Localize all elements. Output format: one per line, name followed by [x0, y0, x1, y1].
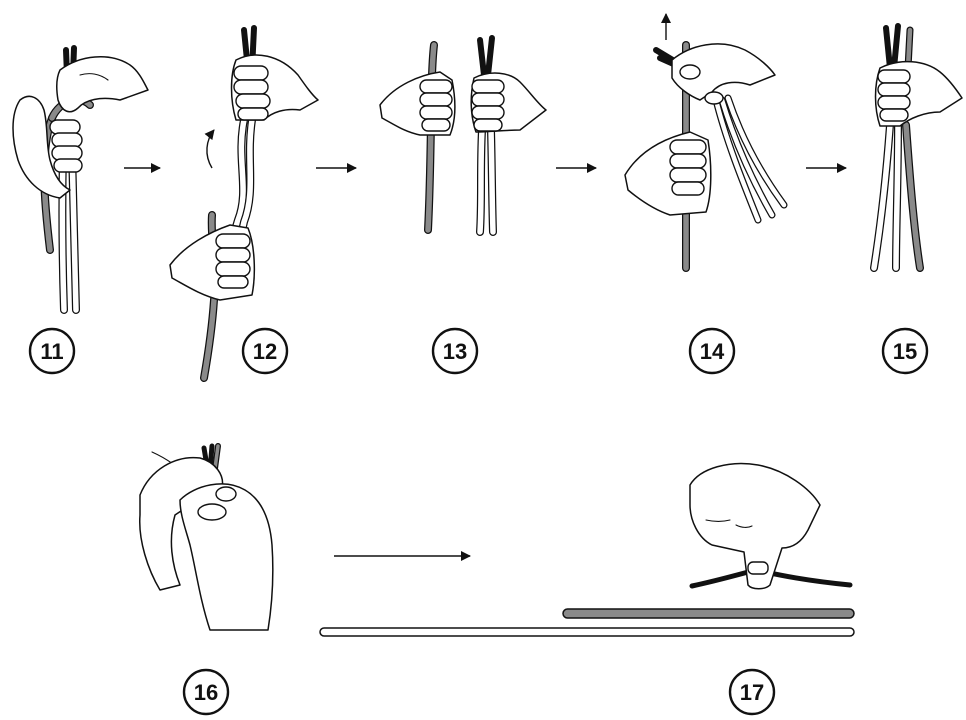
step-14-illustration	[625, 14, 784, 268]
step-badge-14: 14	[690, 329, 734, 373]
rotate-arrow-icon	[207, 130, 214, 168]
step-11-illustration	[13, 48, 148, 310]
step-13-illustration	[380, 38, 546, 232]
hand-icon	[57, 57, 148, 112]
step-badge-12: 12	[243, 329, 287, 373]
step-badge-17: 17	[730, 670, 774, 714]
black-cord-end	[886, 26, 898, 68]
step-16-illustration	[140, 446, 273, 630]
step-number: 13	[443, 339, 467, 364]
step-number: 14	[700, 339, 725, 364]
step-badge-11: 11	[30, 329, 74, 373]
black-cord-end	[480, 38, 492, 75]
step-badge-16: 16	[184, 670, 228, 714]
step-number: 17	[740, 680, 764, 705]
step-badge-15: 15	[883, 329, 927, 373]
step-number: 12	[253, 339, 277, 364]
step-number: 11	[40, 339, 63, 364]
step-number: 15	[893, 339, 917, 364]
white-cord	[320, 628, 854, 636]
step-number: 16	[194, 680, 218, 705]
step-15-illustration	[874, 26, 962, 268]
grey-cord	[563, 609, 854, 618]
hand-icon	[180, 484, 273, 630]
step-17-illustration	[320, 464, 854, 636]
step-badge-13: 13	[433, 329, 477, 373]
step-12-illustration	[170, 28, 318, 378]
white-cord	[62, 150, 64, 310]
